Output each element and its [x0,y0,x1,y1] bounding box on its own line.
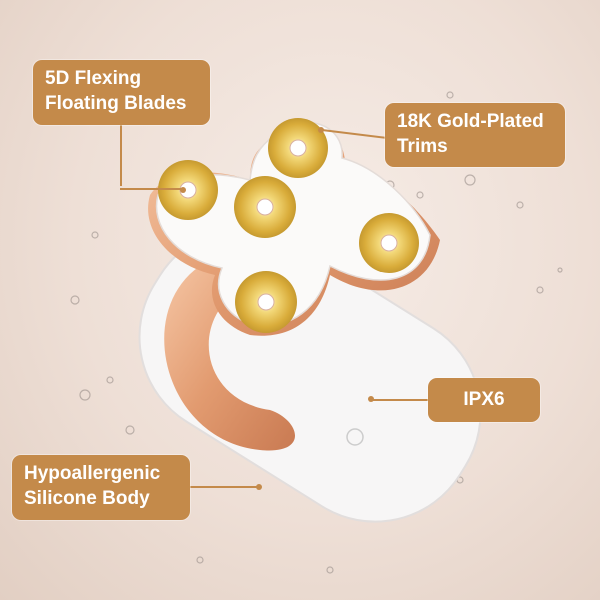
label-flexing-blades: 5D Flexing Floating Blades [33,60,210,125]
label-text: 18K Gold-Plated [397,111,544,132]
ipx6-pointer-line [372,399,430,401]
blades-pointer-line [120,124,122,186]
power-button[interactable] [346,428,364,446]
rose-gold-handle [164,260,295,451]
trims-pointer-dot [318,127,324,133]
label-silicone-body: Hypoallergenic Silicone Body [12,455,190,520]
label-text: Silicone Body [24,488,150,509]
blades-pointer-line-h [120,188,182,190]
label-ipx6: IPX6 [428,378,540,422]
label-text: IPX6 [463,389,505,410]
blades-pointer-dot [180,187,186,193]
label-text: Floating Blades [45,93,187,114]
label-gold-trims: 18K Gold-Plated Trims [385,103,565,167]
label-text: 5D Flexing [45,68,142,89]
ipx6-pointer-dot [368,396,374,402]
body-pointer-line [190,486,260,488]
body-pointer-dot [256,484,262,490]
water-splash [70,91,563,574]
shaver-head [148,121,440,336]
label-text: Trims [397,136,448,157]
label-text: Hypoallergenic [24,463,161,484]
gold-blades [158,118,419,333]
